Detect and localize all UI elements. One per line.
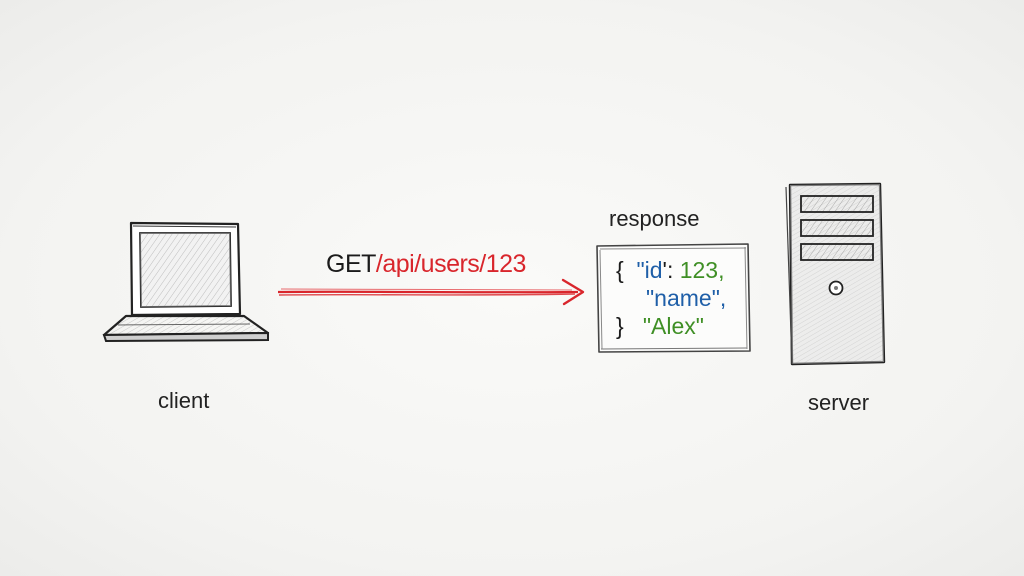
json-close-brace: }	[616, 313, 624, 339]
response-box-frame	[596, 243, 751, 353]
json-name-value: "Alex"	[642, 313, 704, 339]
json-line-name: "name",	[646, 284, 726, 312]
json-key-name: "name",	[646, 285, 727, 311]
laptop-icon	[102, 221, 270, 343]
arrow-right-icon	[277, 278, 585, 306]
response-label: response	[609, 206, 700, 231]
json-open-brace: {	[616, 257, 624, 283]
json-line-close: } "Alex"	[616, 312, 704, 340]
json-id-separator: ':	[662, 257, 674, 283]
request-method: GET	[326, 250, 376, 278]
request-path: /api/users/123	[375, 250, 527, 278]
server-tower-icon	[785, 182, 886, 366]
json-key-id: "id	[636, 257, 663, 283]
json-id-value: 123,	[679, 257, 725, 283]
request-label: GET/api/users/123	[326, 250, 526, 279]
response-json: { "id': 123, "name", } "Alex"	[606, 252, 744, 348]
server-label: server	[808, 390, 870, 415]
json-line-id: { "id': 123,	[616, 256, 724, 284]
client-label: client	[158, 388, 210, 413]
